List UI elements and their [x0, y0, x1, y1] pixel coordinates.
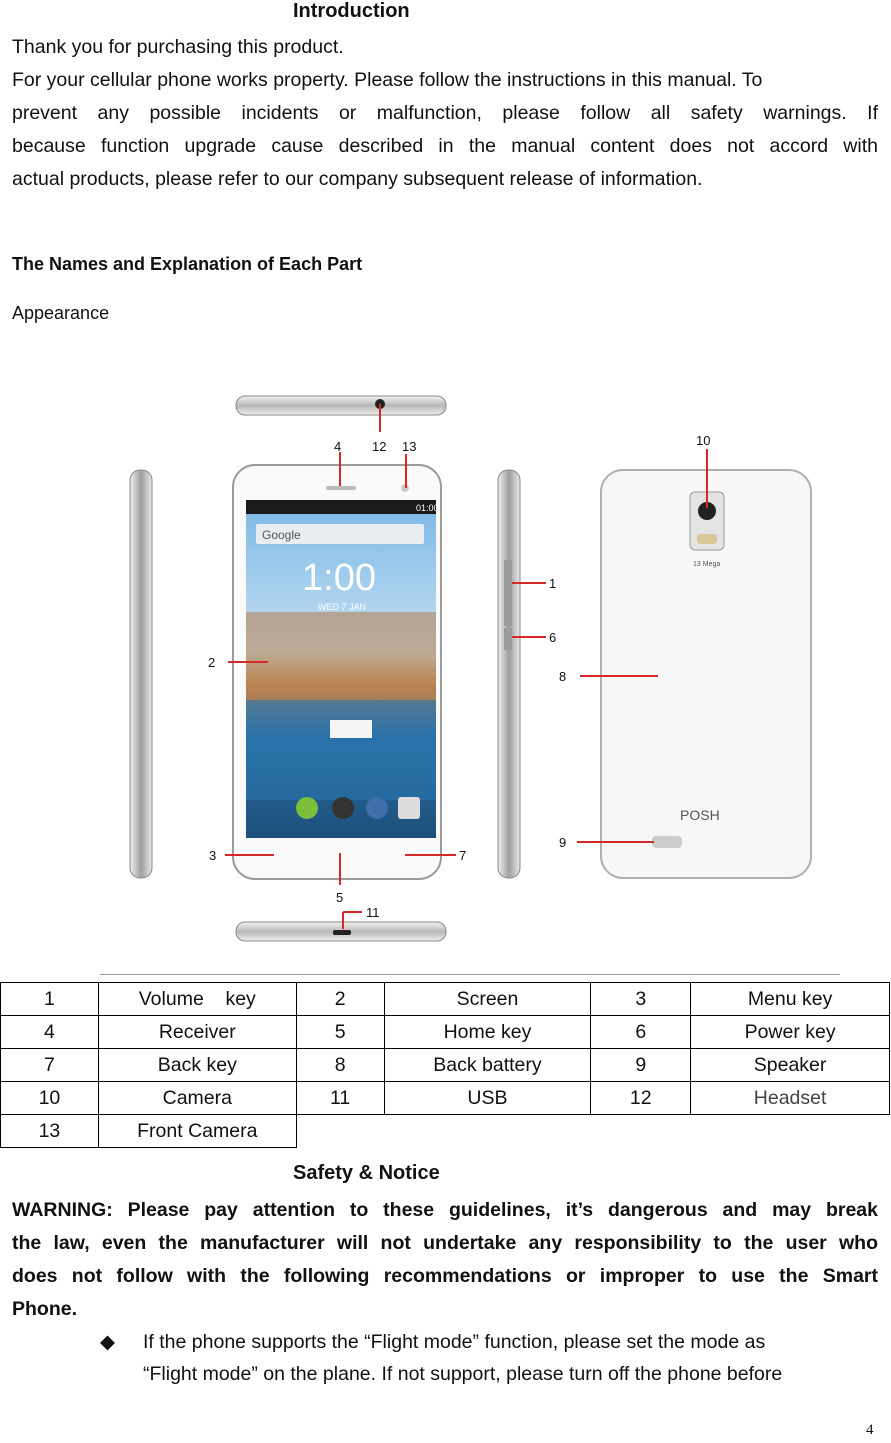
callout-6: 6 [549, 630, 556, 645]
part-number: 4 [0, 1015, 99, 1049]
brand-logo-text: POSH [680, 807, 720, 823]
part-number: 12 [590, 1081, 692, 1115]
warning-line: does not follow with the following recom… [12, 1265, 878, 1287]
bullet-line: “Flight mode” on the plane. If not suppo… [143, 1363, 783, 1385]
callout-9: 9 [559, 835, 566, 850]
figure-divider [100, 974, 840, 975]
parts-table: 1 Volume key 2 Screen 3 Menu key 4 Recei… [0, 982, 890, 1148]
phone-left-side [129, 469, 153, 879]
part-name: Menu key [690, 982, 890, 1016]
callout-8: 8 [559, 669, 566, 684]
status-time: 01:00 [416, 503, 439, 513]
part-number: 9 [590, 1048, 692, 1082]
part-number: 1 [0, 982, 99, 1016]
callout-2: 2 [208, 655, 215, 670]
bullet-item: If the phone supports the “Flight mode” … [143, 1326, 873, 1390]
part-number: 11 [295, 1081, 385, 1115]
phone-top-edge [235, 395, 447, 416]
phone-front: 01:00 Google 1:00 WED 7 JAN [232, 464, 442, 880]
search-text: Google [262, 528, 301, 542]
callout-3: 3 [209, 848, 216, 863]
phone-bottom-edge [235, 921, 447, 942]
clock-text: 1:00 [302, 557, 376, 599]
intro-line: prevent any possible incidents or malfun… [12, 102, 878, 124]
part-number: 3 [590, 982, 692, 1016]
part-name: Headset [690, 1081, 890, 1115]
callout-10: 10 [696, 433, 710, 448]
part-name: Camera [97, 1081, 297, 1115]
part-number: 5 [295, 1015, 385, 1049]
callout-11: 11 [366, 905, 380, 920]
callout-lines [225, 404, 708, 929]
part-number: 8 [295, 1048, 385, 1082]
phone-back: 13 Mega POSH [600, 469, 812, 879]
part-name: Front Camera [97, 1114, 297, 1148]
bullet-icon: ◆ [100, 1331, 115, 1353]
intro-thanks-line: Thank you for purchasing this product. [12, 36, 344, 58]
part-name: Power key [690, 1015, 890, 1049]
intro-title: Introduction [293, 0, 410, 22]
warning-line: the law, even the manufacturer will not … [12, 1232, 878, 1254]
part-name: Volume key [97, 982, 297, 1016]
part-number: 2 [295, 982, 385, 1016]
part-name: Back battery [383, 1048, 592, 1082]
phone-right-side [497, 469, 521, 879]
intro-line: because function upgrade cause described… [12, 135, 878, 157]
callout-4: 4 [334, 439, 341, 454]
part-name: Back key [97, 1048, 297, 1082]
table-row: 13 Front Camera [0, 1114, 890, 1148]
callout-12: 12 [372, 439, 386, 454]
warning-paragraph: WARNING: Please pay attention to these g… [12, 1194, 878, 1326]
part-name: USB [383, 1081, 592, 1115]
date-text: WED 7 JAN [318, 602, 366, 612]
part-name: Speaker [690, 1048, 890, 1082]
table-row: 4 Receiver 5 Home key 6 Power key [0, 1015, 890, 1049]
callout-5: 5 [336, 890, 343, 905]
usb-port [333, 930, 351, 935]
intro-line: For your cellular phone works property. … [12, 69, 763, 91]
table-row: 1 Volume key 2 Screen 3 Menu key [0, 982, 890, 1016]
appearance-label: Appearance [12, 303, 110, 323]
safety-title: Safety & Notice [293, 1162, 440, 1184]
table-row: 7 Back key 8 Back battery 9 Speaker [0, 1048, 890, 1082]
intro-paragraph: Thank you for purchasing this product. F… [12, 31, 878, 196]
callout-1: 1 [549, 576, 556, 591]
part-number: 10 [0, 1081, 99, 1115]
camera-label: 13 Mega [693, 561, 720, 568]
callout-13: 13 [402, 439, 416, 454]
part-number: 6 [590, 1015, 692, 1049]
callout-7: 7 [459, 848, 466, 863]
part-name: Receiver [97, 1015, 297, 1049]
warning-line: Phone. [12, 1298, 78, 1320]
part-number: 7 [0, 1048, 99, 1082]
part-name: Home key [383, 1015, 592, 1049]
part-name: Screen [383, 982, 592, 1016]
parts-heading: The Names and Explanation of Each Part [12, 254, 363, 274]
table-row: 10 Camera 11 USB 12 Headset [0, 1081, 890, 1115]
warning-line: WARNING: Please pay attention to these g… [12, 1199, 878, 1221]
part-number: 13 [0, 1114, 99, 1148]
bullet-line: If the phone supports the “Flight mode” … [143, 1331, 766, 1353]
page-number: 4 [866, 1422, 874, 1438]
phone-diagram: 01:00 Google 1:00 WED 7 JAN 13 Mega POSH [129, 395, 812, 942]
intro-line: actual products, please refer to our com… [12, 168, 703, 190]
